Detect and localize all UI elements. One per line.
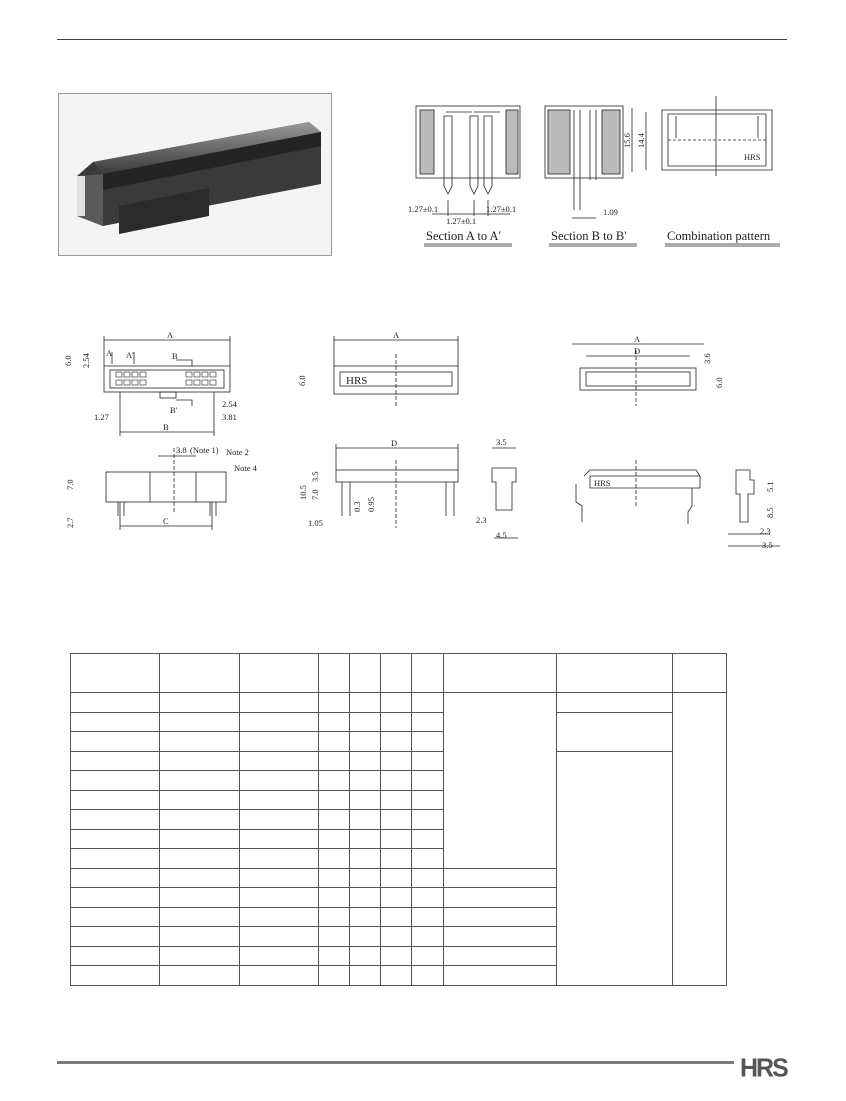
section-a-caption: Section A to A' xyxy=(426,229,501,243)
cover-side-dim-d: D xyxy=(391,438,397,448)
pin-end-dim-35: 3.5 xyxy=(496,437,507,447)
cover-top-drawing xyxy=(333,336,459,406)
section-b-drawing xyxy=(544,105,624,219)
hrs-logo: HRS xyxy=(740,1053,789,1083)
table-row xyxy=(70,848,727,869)
cover-top-mark: HRS xyxy=(346,375,367,387)
spec-table xyxy=(70,653,727,986)
header-dim-a: A xyxy=(167,330,174,340)
cover-side-dim-105: 10.5 xyxy=(298,485,308,500)
cover-persp-mark: HRS xyxy=(594,478,611,488)
section-b-dim: 1.09 xyxy=(603,207,618,217)
cover-side-dim-095: 0.95 xyxy=(366,497,376,512)
table-row xyxy=(70,945,727,966)
cover-side-dim-70: 7.0 xyxy=(310,489,320,500)
header-side-dim-c: C xyxy=(163,516,169,526)
table-header-row xyxy=(70,653,727,693)
cover-top-dim-60: 6.0 xyxy=(297,375,307,386)
cover-side-dim-03: 0.3 xyxy=(352,501,362,512)
header-side-note4: Note 4 xyxy=(234,463,258,473)
pin-end-dim-23: 2.3 xyxy=(476,515,487,525)
product-photo xyxy=(58,93,332,256)
header-top-drawing xyxy=(103,336,231,436)
pin-end-dim-45: 4.5 xyxy=(496,530,507,540)
cover-right-drawing xyxy=(572,343,704,406)
bottom-rule xyxy=(57,1061,734,1064)
header-side-drawing xyxy=(105,448,227,530)
section-b-caption: Section B to B' xyxy=(551,229,627,243)
header-dim-254b: 2.54 xyxy=(222,399,238,409)
header-side-note2: Note 2 xyxy=(226,447,249,457)
cover-right-dim-60: 6.0 xyxy=(714,377,724,388)
technical-drawings: 1.27±0.1 1.27±0.1 1.27±0.1 Section A to … xyxy=(63,96,780,550)
header-side-dim-38: 3.8 xyxy=(176,445,187,455)
header-dim-b-arrow: B xyxy=(172,351,178,361)
header-dim-b-prime: B' xyxy=(170,405,178,415)
header-dim-a-prime: A' xyxy=(126,350,134,360)
clip-end-dim-85: 8.5 xyxy=(765,507,775,518)
combination-caption: Combination pattern xyxy=(667,229,771,243)
table-row xyxy=(70,750,727,986)
section-a-dim-right: 1.27±0.1 xyxy=(486,204,516,214)
cover-right-dim-36: 3.6 xyxy=(702,353,712,364)
cover-side-drawing xyxy=(335,444,459,528)
header-side-dim-70: 7.0 xyxy=(65,479,75,490)
section-a-dim-mid: 1.27±0.1 xyxy=(446,216,476,226)
header-dim-a-arrow: A xyxy=(106,348,113,358)
combination-drawing xyxy=(631,96,773,176)
cover-perspective-drawing xyxy=(575,460,701,524)
header-side-note1: (Note 1) xyxy=(190,445,219,455)
header-dim-127: 1.27 xyxy=(94,412,109,422)
cover-right-dim-d: D xyxy=(634,346,640,356)
header-side-dim-27: 2.7 xyxy=(65,517,75,528)
top-rule xyxy=(57,39,787,40)
header-dim-254: 2.54 xyxy=(81,352,91,368)
table-row xyxy=(70,887,727,908)
cover-side-dim-35: 3.5 xyxy=(310,471,320,482)
table-row xyxy=(70,789,727,810)
cover-right-dim-a: A xyxy=(634,334,641,344)
header-dim-381: 3.81 xyxy=(222,412,237,422)
table-row xyxy=(70,692,727,986)
table-row xyxy=(70,828,727,849)
clip-end-drawing xyxy=(728,469,780,547)
clip-end-dim-51: 5.1 xyxy=(765,481,775,492)
clip-end-dim-35: 3.5 xyxy=(762,540,773,550)
section-a-dim-left: 1.27±0.1 xyxy=(408,204,438,214)
pin-end-drawing xyxy=(491,447,518,539)
section-a-drawing xyxy=(415,105,521,216)
combination-mark: HRS xyxy=(744,152,761,162)
cover-side-dim-105b: 1.05 xyxy=(308,518,323,528)
clip-end-dim-23: 2.3 xyxy=(760,526,771,536)
table-row xyxy=(70,711,727,752)
combination-dim-156: 15.6 xyxy=(622,133,632,148)
header-dim-60: 6.0 xyxy=(63,355,73,366)
combination-dim-144: 14.4 xyxy=(636,132,646,148)
table-row xyxy=(70,965,727,986)
table-row xyxy=(70,926,727,947)
table-row xyxy=(70,867,727,888)
cover-top-dim-a: A xyxy=(393,330,400,340)
header-dim-b: B xyxy=(163,422,169,432)
